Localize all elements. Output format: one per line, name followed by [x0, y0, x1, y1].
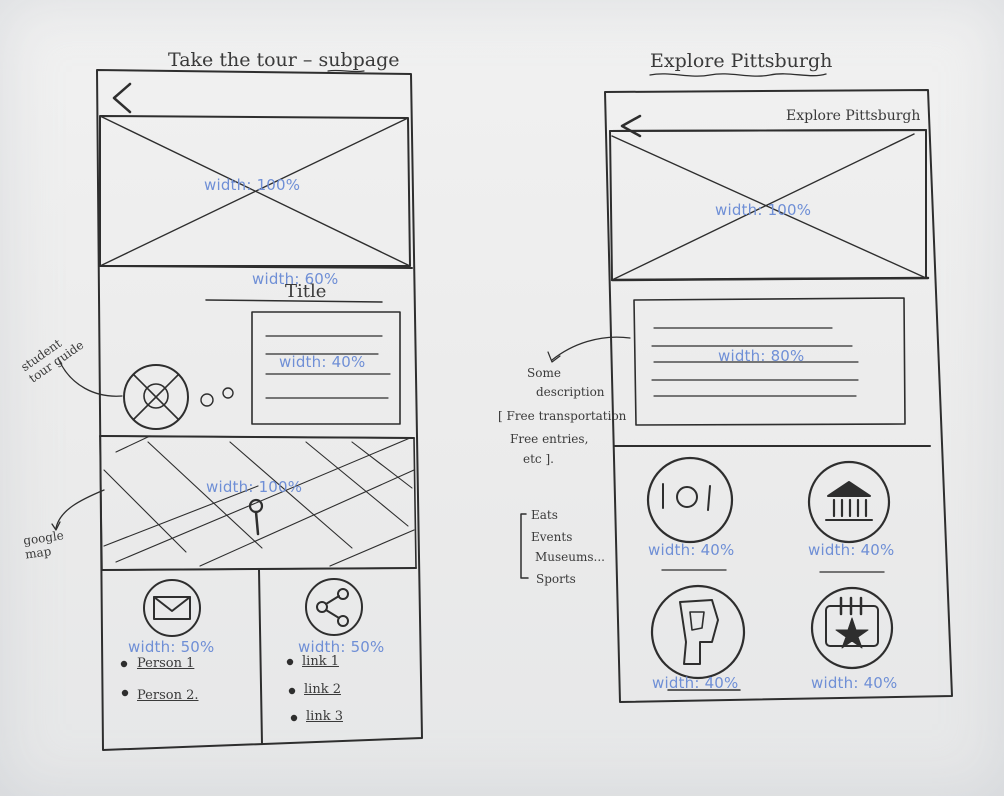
share-icon	[305, 578, 363, 636]
share-button[interactable]	[306, 579, 362, 635]
events-width-annotation: width: 40%	[811, 674, 898, 692]
category-sports-button[interactable]	[652, 586, 744, 678]
right-back-button[interactable]	[614, 102, 644, 138]
events-icon	[810, 586, 894, 670]
museum-width-annotation: width: 40%	[808, 541, 895, 559]
right-phone-frame	[604, 89, 953, 703]
description-note-5: etc ].	[523, 452, 554, 466]
left-map-width-annotation: width: 100%	[206, 478, 303, 496]
left-hero-cross-b	[99, 117, 409, 267]
left-title-underline	[205, 299, 383, 303]
category-eats-button[interactable]	[648, 458, 732, 542]
left-textbox-width-annotation: width: 40%	[279, 353, 366, 371]
eats-icon	[646, 456, 734, 544]
right-hero-width-annotation: width: 100%	[715, 201, 812, 219]
right-description-width-annotation: width: 80%	[718, 347, 805, 365]
right-screen-heading: Explore Pittsburgh	[650, 50, 833, 72]
left-hero-width-annotation: width: 100%	[204, 176, 301, 194]
left-screen-heading: Take the tour – subpage	[168, 49, 400, 71]
right-description-box	[633, 297, 906, 426]
category-note-eats: Eats	[531, 508, 558, 522]
mail-button[interactable]	[144, 580, 200, 636]
category-note-sports: Sports	[536, 572, 576, 586]
share-width-annotation: width: 50%	[298, 638, 385, 656]
museum-icon	[807, 460, 891, 544]
description-note-3: [ Free transportation	[498, 409, 627, 423]
person-link-2[interactable]: Person 2.	[137, 688, 199, 703]
link-1[interactable]: link 1	[302, 654, 339, 669]
pirates-width-annotation: width: 40%	[652, 674, 739, 692]
description-note-4: Free entries,	[510, 432, 589, 446]
left-text-box	[251, 311, 401, 425]
link-3[interactable]: link 3	[306, 709, 343, 724]
guide-avatar	[123, 364, 189, 430]
pirates-icon	[650, 584, 746, 680]
map-pin-icon	[248, 498, 264, 514]
link-2[interactable]: link 2	[304, 682, 341, 697]
person-link-1[interactable]: Person 1	[137, 656, 195, 671]
left-title-width-annotation: width: 60%	[252, 270, 339, 288]
left-back-button[interactable]	[108, 80, 138, 116]
description-note-2: description	[536, 385, 605, 399]
category-note-museums: Museums...	[535, 550, 605, 564]
contact-width-annotation: width: 50%	[128, 638, 215, 656]
description-note-1: Some	[527, 366, 561, 380]
right-header-title: Explore Pittsburgh	[786, 108, 921, 124]
category-note-events: Events	[531, 530, 573, 544]
eats-width-annotation: width: 40%	[648, 541, 735, 559]
left-back-icon	[112, 82, 132, 114]
category-museums-button[interactable]	[809, 462, 889, 542]
left-title: Title	[285, 281, 327, 302]
category-events-button[interactable]	[812, 588, 892, 668]
mail-icon	[143, 579, 201, 637]
